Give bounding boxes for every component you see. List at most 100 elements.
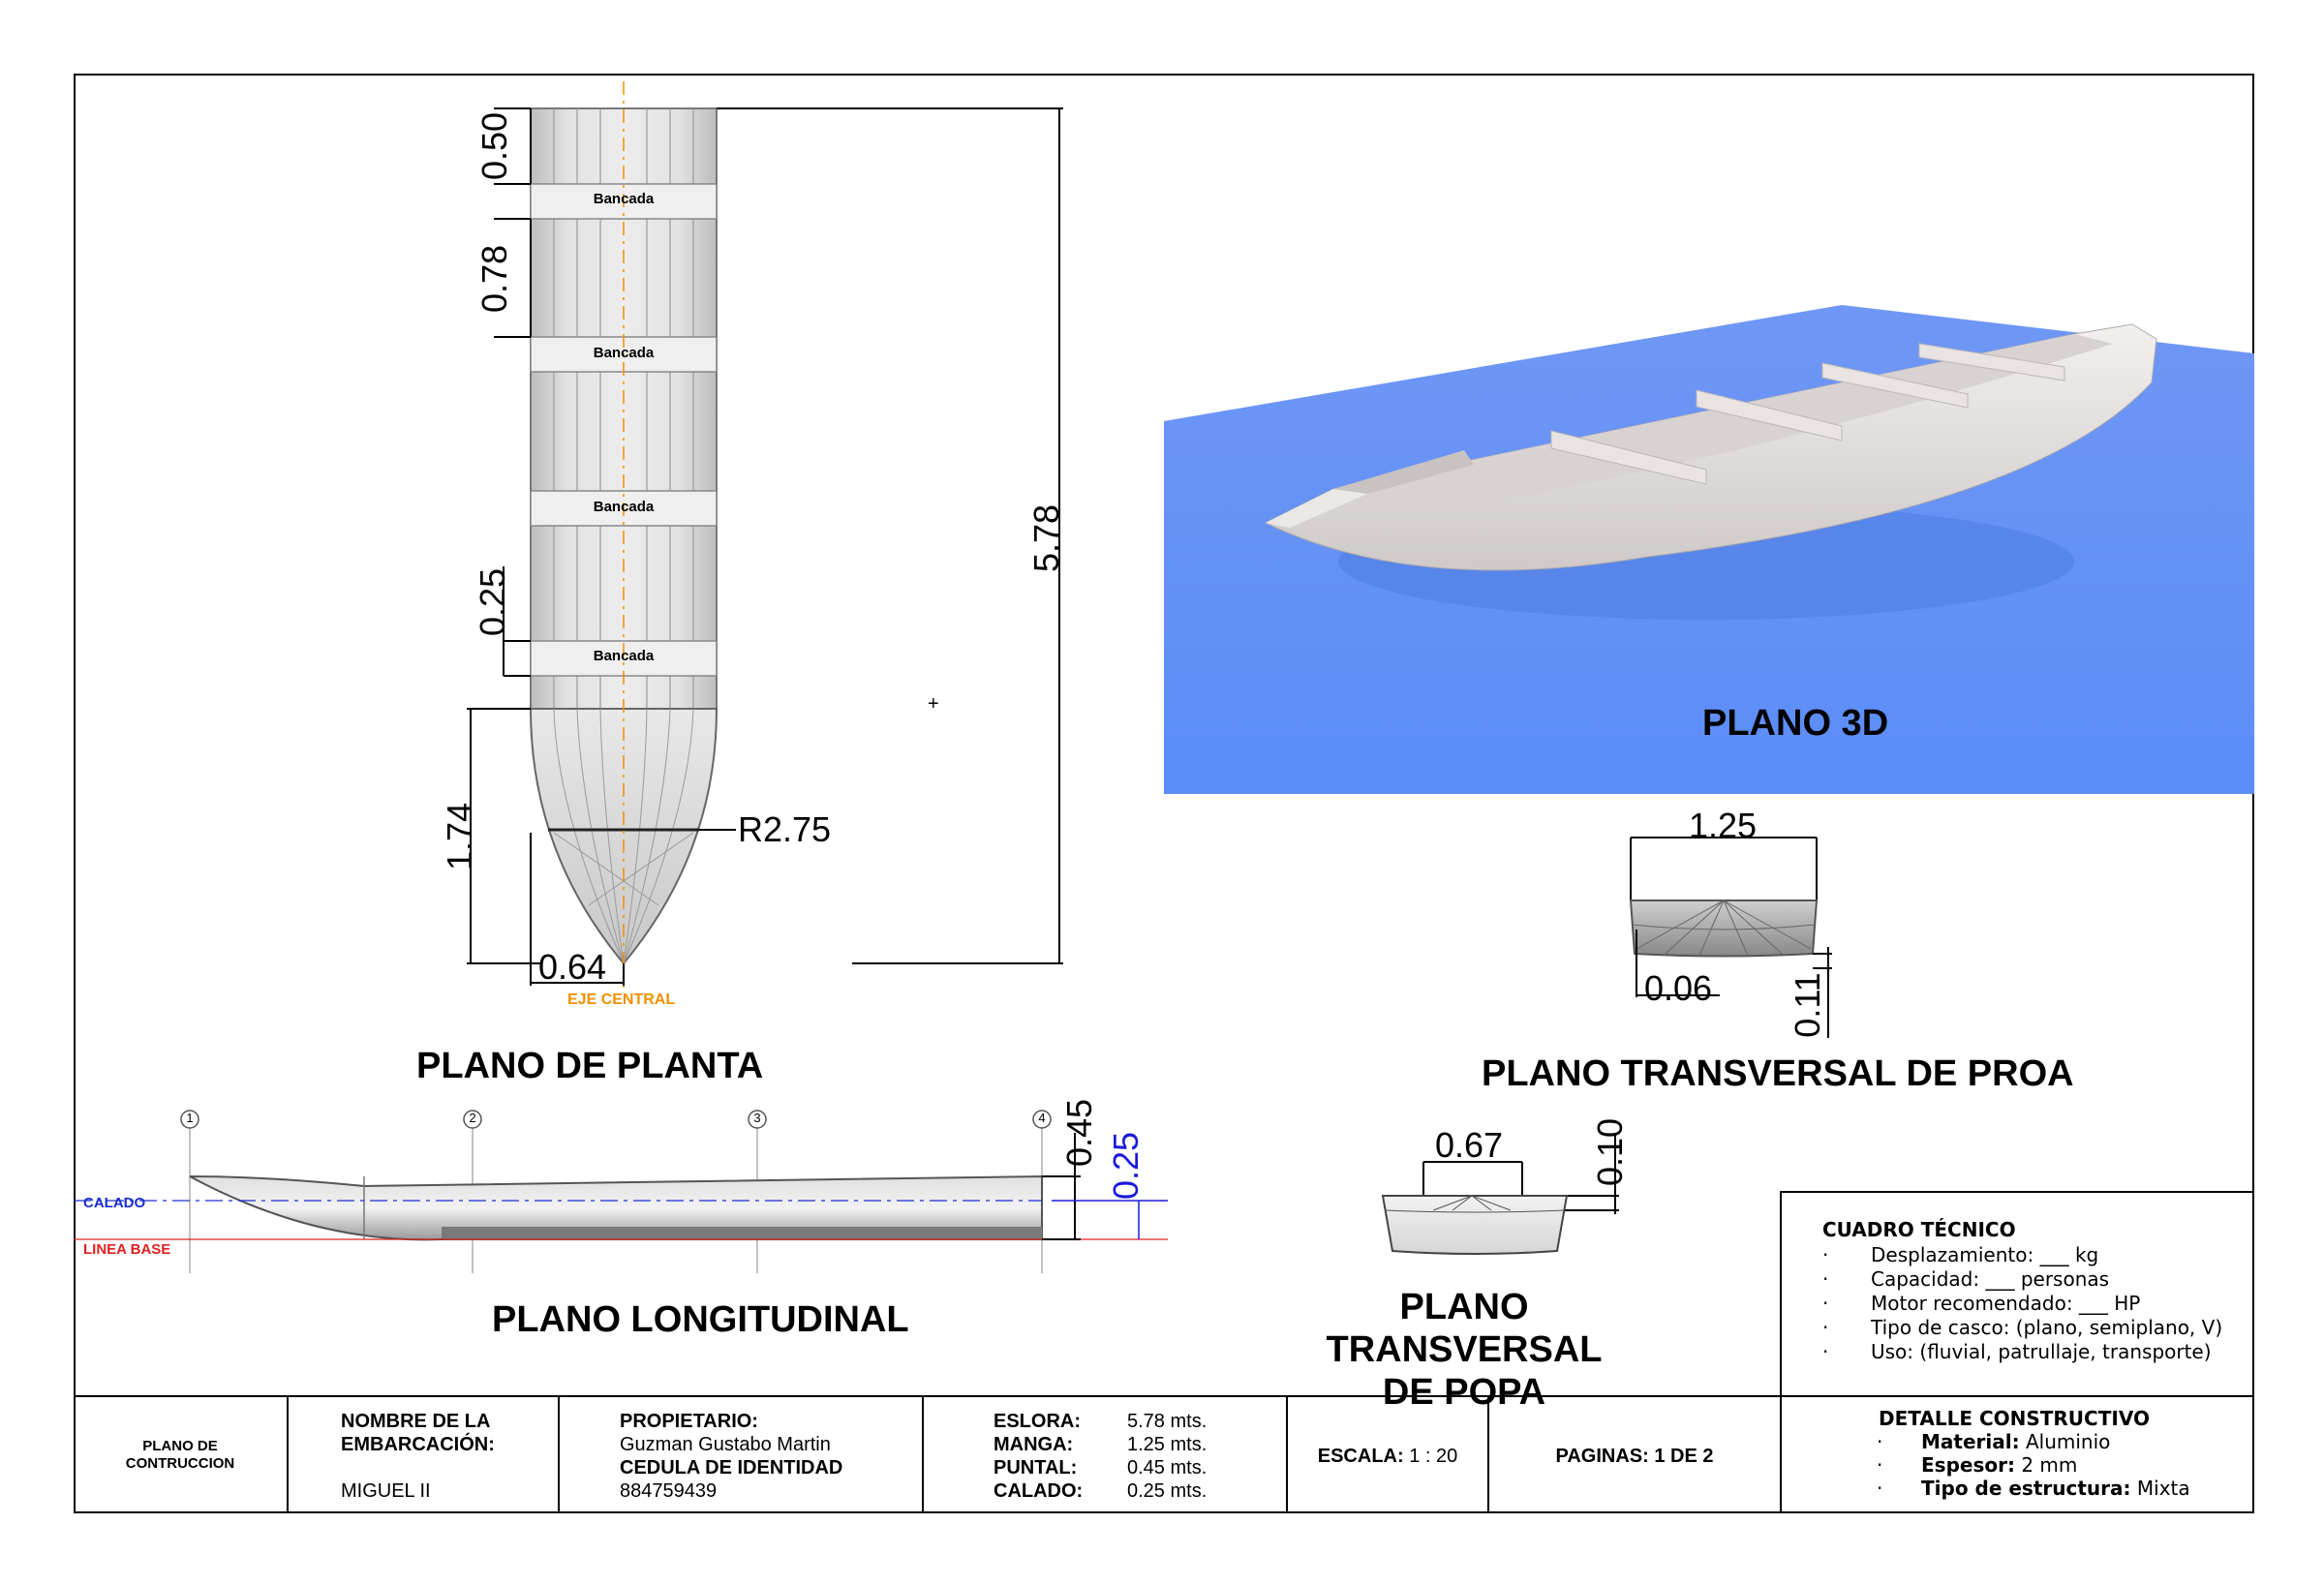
tb-escala-cell: ESCALA: 1 : 20 [1288, 1397, 1489, 1513]
ct-item: · Tipo de casco: (plano, semiplano, V) [1822, 1316, 2222, 1340]
tb-detalle-bullet: · [1877, 1430, 1883, 1453]
dim-125: 1.25 [1689, 806, 1758, 845]
title-plano-popa-line2: DE POPA [1382, 1372, 1546, 1413]
ct-item-text: Motor recomendado: ___ HP [1871, 1292, 2141, 1315]
cuadro-tecnico-box [1780, 1191, 2254, 1397]
tb-detalle-cell: DETALLE CONSTRUCTIVO · Material: Aluminio… [1782, 1397, 2254, 1513]
calado-label: CALADO [83, 1195, 146, 1211]
tb-spec-label: MANGA: [994, 1434, 1074, 1455]
title-block [74, 1395, 2254, 1513]
ct-bullet: · [1822, 1340, 1829, 1363]
ct-item: · Desplazamiento: ___ kg [1822, 1243, 2222, 1267]
dim-045: 0.45 [1059, 1098, 1099, 1168]
dim-050: 0.50 [474, 111, 514, 181]
tb-propietario-value: Guzman Gustabo Martin [620, 1434, 831, 1455]
tb-detalle-bullet: · [1877, 1477, 1883, 1500]
title-plano-popa: PLANO TRANSVERSAL DE POPA [1261, 1286, 1667, 1414]
tb-detalle-label: Tipo de estructura: [1921, 1477, 2131, 1500]
cuadro-tecnico-title: CUADRO TÉCNICO [1822, 1218, 2016, 1241]
ct-item-text: Tipo de casco: (plano, semiplano, V) [1871, 1316, 2223, 1339]
tb-nombre-label-1: NOMBRE DE LA [341, 1411, 491, 1432]
tb-spec-value: 0.25 mts. [1127, 1480, 1208, 1502]
bancada-label-1: Bancada [593, 191, 655, 207]
svg-text:+: + [928, 693, 939, 715]
dim-010: 0.10 [1590, 1117, 1630, 1187]
plan-view-drawing: + [467, 81, 1063, 988]
title-plano-longitudinal: PLANO LONGITUDINAL [492, 1299, 909, 1340]
title-plano-planta: PLANO DE PLANTA [416, 1046, 764, 1086]
tb-propietario-label: PROPIETARIO: [620, 1411, 758, 1432]
proa-drawing [1629, 837, 1832, 1038]
tb-detalle-item: · Material: Aluminio [1877, 1430, 2110, 1453]
plano-3d-render [1164, 305, 2254, 794]
ct-item-text: Uso: (fluvial, patrullaje, transporte) [1871, 1340, 2212, 1363]
bancada-label-3: Bancada [593, 499, 655, 515]
title-plano-popa-line1: PLANO TRANSVERSAL [1326, 1287, 1603, 1370]
ct-item: · Motor recomendado: ___ HP [1822, 1292, 2222, 1316]
dim-006: 0.06 [1644, 968, 1713, 1008]
dim-025-long: 0.25 [1106, 1131, 1146, 1201]
dim-067: 0.67 [1435, 1125, 1504, 1165]
dim-r275: R2.75 [738, 809, 832, 849]
linea-base-label: LINEA BASE [83, 1241, 171, 1258]
tb-propietario-cell: PROPIETARIO: Guzman Gustabo Martin CEDUL… [560, 1397, 924, 1513]
ct-item: · Uso: (fluvial, patrullaje, transporte) [1822, 1340, 2222, 1364]
tb-escala: ESCALA: 1 : 20 [1288, 1446, 1487, 1468]
tb-paginas: PAGINAS: 1 DE 2 [1555, 1446, 1714, 1467]
tb-spec-label: ESLORA: [994, 1411, 1081, 1432]
tb-detalle-bullet: · [1877, 1453, 1883, 1477]
tb-detalle-title: DETALLE CONSTRUCTIVO [1879, 1407, 2150, 1430]
dim-578: 5.78 [1026, 503, 1066, 573]
ct-bullet: · [1822, 1316, 1829, 1339]
station-1: 1 [186, 1111, 194, 1125]
ct-item-text: Desplazamiento: ___ kg [1871, 1243, 2099, 1266]
tb-plano-cell: PLANO DE CONTRUCCION [74, 1397, 289, 1513]
tb-plano-line2: CONTRUCCION [125, 1455, 235, 1472]
ct-item: · Capacidad: ___ personas [1822, 1267, 2222, 1292]
tb-plano-text: PLANO DE CONTRUCCION [74, 1438, 287, 1473]
popa-drawing [1381, 1133, 1619, 1255]
ct-item-text: Capacidad: ___ personas [1871, 1267, 2110, 1291]
tb-specs-cell: ESLORA: 5.78 mts. MANGA: 1.25 mts. PUNTA… [924, 1397, 1288, 1513]
tb-detalle-label: Espesor: [1921, 1453, 2015, 1477]
tb-detalle-item: · Espesor: 2 mm [1877, 1453, 2077, 1477]
station-2: 2 [469, 1111, 476, 1125]
dim-011: 0.11 [1788, 972, 1827, 1038]
tb-detalle-value: 2 mm [2021, 1453, 2078, 1477]
tb-detalle-value: Mixta [2136, 1477, 2190, 1500]
tb-plano-line1: PLANO DE [142, 1438, 218, 1454]
tb-nombre-label-2: EMBARCACIÓN: [341, 1434, 495, 1455]
ct-bullet: · [1822, 1267, 1829, 1291]
title-plano-3d: PLANO 3D [1702, 703, 1889, 744]
dim-025-plan: 0.25 [473, 567, 512, 637]
tb-escala-value: 1 : 20 [1409, 1446, 1458, 1467]
tb-cedula-value: 884759439 [620, 1480, 718, 1502]
tb-cedula-label: CEDULA DE IDENTIDAD [620, 1457, 843, 1478]
tb-spec-value: 5.78 mts. [1127, 1411, 1208, 1432]
tb-spec-value: 0.45 mts. [1127, 1457, 1208, 1478]
tb-escala-label: ESCALA: [1317, 1446, 1404, 1467]
bancada-label-4: Bancada [593, 648, 655, 664]
ct-bullet: · [1822, 1292, 1829, 1315]
tb-nombre-value: MIGUEL II [341, 1480, 431, 1502]
longitudinal-drawing [74, 1110, 1168, 1273]
tb-detalle-value: Aluminio [2025, 1430, 2111, 1453]
dim-064: 0.64 [538, 947, 607, 987]
tb-detalle-item: · Tipo de estructura: Mixta [1877, 1477, 2190, 1500]
tb-paginas-cell: PAGINAS: 1 DE 2 [1489, 1397, 1782, 1513]
tb-spec-label: CALADO: [994, 1480, 1084, 1502]
eje-central-label: EJE CENTRAL [567, 991, 676, 1008]
station-4: 4 [1038, 1111, 1046, 1125]
title-plano-proa: PLANO TRANSVERSAL DE PROA [1482, 1053, 2074, 1094]
dim-078: 0.78 [474, 244, 514, 314]
ct-bullet: · [1822, 1243, 1829, 1266]
tb-detalle-label: Material: [1921, 1430, 2020, 1453]
tb-spec-value: 1.25 mts. [1127, 1434, 1208, 1455]
tb-spec-label: PUNTAL: [994, 1457, 1078, 1478]
cuadro-tecnico-list: · Desplazamiento: ___ kg · Capacidad: ___ … [1822, 1243, 2222, 1364]
station-3: 3 [753, 1111, 761, 1125]
tb-nombre-cell: NOMBRE DE LA EMBARCACIÓN: MIGUEL II [289, 1397, 560, 1513]
dim-174: 1.74 [440, 802, 479, 871]
bancada-label-2: Bancada [593, 345, 655, 361]
